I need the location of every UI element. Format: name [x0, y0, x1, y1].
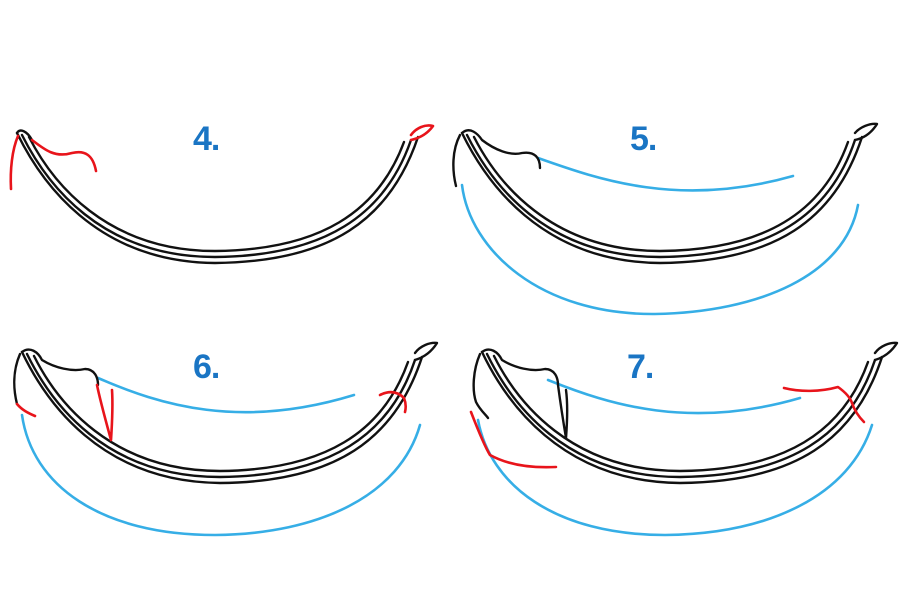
outer-curve — [15, 131, 420, 265]
top-hook-stroke — [30, 138, 98, 173]
banana-outline — [13, 341, 439, 485]
end-cap — [853, 122, 879, 142]
step-7-label: 7. — [627, 348, 653, 386]
stem-base-stroke — [15, 402, 37, 418]
new-strokes — [9, 124, 435, 191]
end-cap-stroke — [409, 124, 435, 142]
stem-cut-stroke — [95, 383, 114, 442]
guide-lines — [476, 378, 874, 537]
step-5-panel: 5. — [452, 120, 879, 316]
upper-guide-curve — [536, 156, 795, 192]
step-7-panel: 7. — [469, 341, 899, 537]
step-4-panel: 4. — [9, 120, 435, 265]
inner-curve — [492, 354, 870, 473]
stem-shape — [13, 348, 100, 406]
end-cap — [413, 341, 439, 362]
collar-drop-stroke — [850, 401, 866, 424]
middle-curve — [465, 133, 857, 259]
stem-shape — [472, 348, 569, 440]
banana-outline — [15, 129, 420, 265]
step-6-label: 6. — [193, 348, 219, 386]
outer-curve — [460, 131, 864, 265]
stem-left-stroke — [9, 134, 20, 191]
middle-curve — [20, 133, 413, 259]
banana-outline — [472, 341, 899, 485]
lower-guide-curve — [476, 418, 874, 537]
step-6-panel: 6. — [13, 341, 439, 537]
new-strokes — [469, 385, 866, 469]
upper-guide-curve — [96, 376, 356, 414]
middle-curve — [485, 352, 877, 479]
upper-guide-curve — [546, 378, 802, 415]
end-cap — [873, 341, 899, 362]
step-4-label: 4. — [193, 120, 219, 158]
guide-lines — [460, 156, 860, 316]
inner-curve — [27, 135, 406, 253]
stem-shape — [452, 129, 542, 188]
inner-curve — [472, 135, 850, 253]
guide-lines — [20, 376, 422, 537]
outer-curve — [480, 350, 884, 485]
step-5-label: 5. — [630, 120, 656, 158]
collar-band-stroke — [782, 385, 854, 405]
banana-outline — [452, 122, 879, 265]
stem-tip — [15, 129, 34, 142]
outer-curve — [20, 350, 424, 485]
new-strokes — [15, 383, 407, 442]
stem-base-stroke — [469, 410, 558, 469]
middle-curve — [25, 352, 417, 479]
lower-guide-curve — [460, 183, 860, 316]
lower-guide-curve — [20, 413, 422, 537]
inner-curve — [32, 354, 410, 473]
tip-collar-stroke — [378, 390, 407, 414]
